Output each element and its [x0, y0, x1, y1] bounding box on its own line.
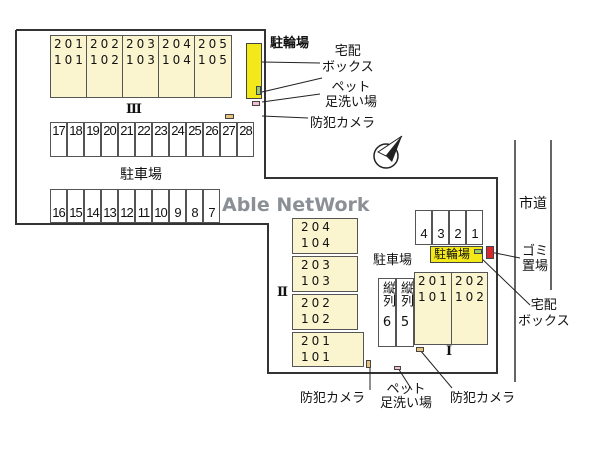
camera-I [416, 347, 424, 352]
bike-parking-III [246, 43, 262, 99]
parking-space: 27 [220, 122, 237, 157]
parking-space: 7 [203, 189, 220, 223]
garbage-label: ゴミ 置場 [522, 244, 549, 274]
city-road-label: 市道 [519, 196, 547, 212]
unit-number: 104 [162, 53, 194, 67]
camera-label: 防犯カメラ [450, 391, 516, 406]
space-number: 5 [400, 315, 410, 330]
bike-parking-I: 駐輪場 [430, 246, 483, 263]
parking-space: 10 [152, 189, 169, 223]
unit-number: 202 [455, 274, 487, 288]
space-label: 縦列 [398, 281, 413, 307]
parking-space: 4 [415, 210, 432, 245]
parking-space: 3 [432, 210, 449, 245]
parking-space: 15 [67, 189, 84, 223]
parking-space: 8 [186, 189, 203, 223]
unit-number: 102 [455, 290, 487, 304]
parking-space: 11 [135, 189, 152, 223]
parking-space: 17 [50, 122, 67, 157]
parking-space: 21 [118, 122, 135, 157]
delivery-box-label: 宅配 ボックス [322, 44, 374, 75]
space-number: 6 [382, 315, 392, 330]
parking-space: 12 [118, 189, 135, 223]
building-label: Ⅰ [446, 344, 453, 359]
parallel-space: 縦列 6 [378, 278, 396, 347]
parking-space: 24 [169, 122, 186, 157]
parking-space: 25 [186, 122, 203, 157]
parking-space: 18 [67, 122, 84, 157]
unit-number: 102 [301, 312, 333, 326]
pet-wash-II [394, 366, 401, 370]
unit-number: 105 [198, 53, 230, 67]
unit-number: 201 [418, 274, 450, 288]
unit-number: 203 [301, 258, 333, 272]
parking-space: 19 [84, 122, 101, 157]
parking-space: 20 [101, 122, 118, 157]
camera-II [366, 360, 371, 368]
unit-number: 201 [54, 37, 86, 51]
building-label: Ⅱ [277, 285, 288, 300]
unit-number: 103 [126, 53, 158, 67]
parking-label: 駐車場 [120, 167, 162, 183]
parking-space: 9 [169, 189, 186, 223]
camera-III [225, 114, 234, 119]
parking-space: 1 [466, 210, 483, 245]
unit-number: 103 [301, 274, 333, 288]
parking-space: 14 [84, 189, 101, 223]
parking-row-bottom: 16 15 14 13 12 11 10 9 8 7 [50, 189, 220, 223]
bike-parking-label: 駐輪場 [270, 36, 310, 51]
parking-space: 28 [237, 122, 254, 157]
unit-number: 101 [54, 53, 86, 67]
bike-parking-label: 駐輪場 [434, 247, 471, 261]
delivery-box-I [474, 249, 482, 254]
unit-number: 202 [90, 37, 122, 51]
parallel-space: 縦列 5 [396, 278, 414, 347]
pet-wash-label: ペット 足洗い場 [380, 382, 433, 411]
unit-number: 204 [162, 37, 194, 51]
watermark: Able NetWork [222, 194, 370, 216]
camera-label: 防犯カメラ [300, 391, 366, 406]
pet-wash-III [252, 101, 260, 106]
unit-number: 202 [301, 296, 333, 310]
unit-number: 102 [90, 53, 122, 67]
parking-space: 23 [152, 122, 169, 157]
unit-number: 203 [126, 37, 158, 51]
garbage-area [486, 246, 494, 259]
parking-space: 16 [50, 189, 67, 223]
delivery-box-label: 宅配 ボックス [518, 298, 570, 329]
parking-row-top: 17 18 19 20 21 22 23 24 25 26 27 28 [50, 122, 254, 157]
camera-label: 防犯カメラ [310, 116, 376, 131]
space-label: 縦列 [380, 281, 395, 307]
parking-space: 13 [101, 189, 118, 223]
compass-icon [373, 135, 403, 169]
parking-space: 2 [449, 210, 466, 245]
unit-number: 205 [198, 37, 230, 51]
parking-row-right: 4 3 2 1 [415, 210, 483, 245]
delivery-box-III [256, 86, 261, 95]
unit-number: 204 [301, 220, 333, 234]
parking-space: 26 [203, 122, 220, 157]
building-label: Ⅲ [126, 102, 142, 117]
parking-label: 駐車場 [373, 253, 413, 268]
unit-number: 201 [301, 334, 333, 348]
unit-number: 101 [418, 290, 450, 304]
parking-space: 22 [135, 122, 152, 157]
pet-wash-label: ペット 足洗い場 [325, 80, 378, 110]
unit-number: 101 [301, 350, 333, 364]
unit-number: 104 [301, 236, 333, 250]
